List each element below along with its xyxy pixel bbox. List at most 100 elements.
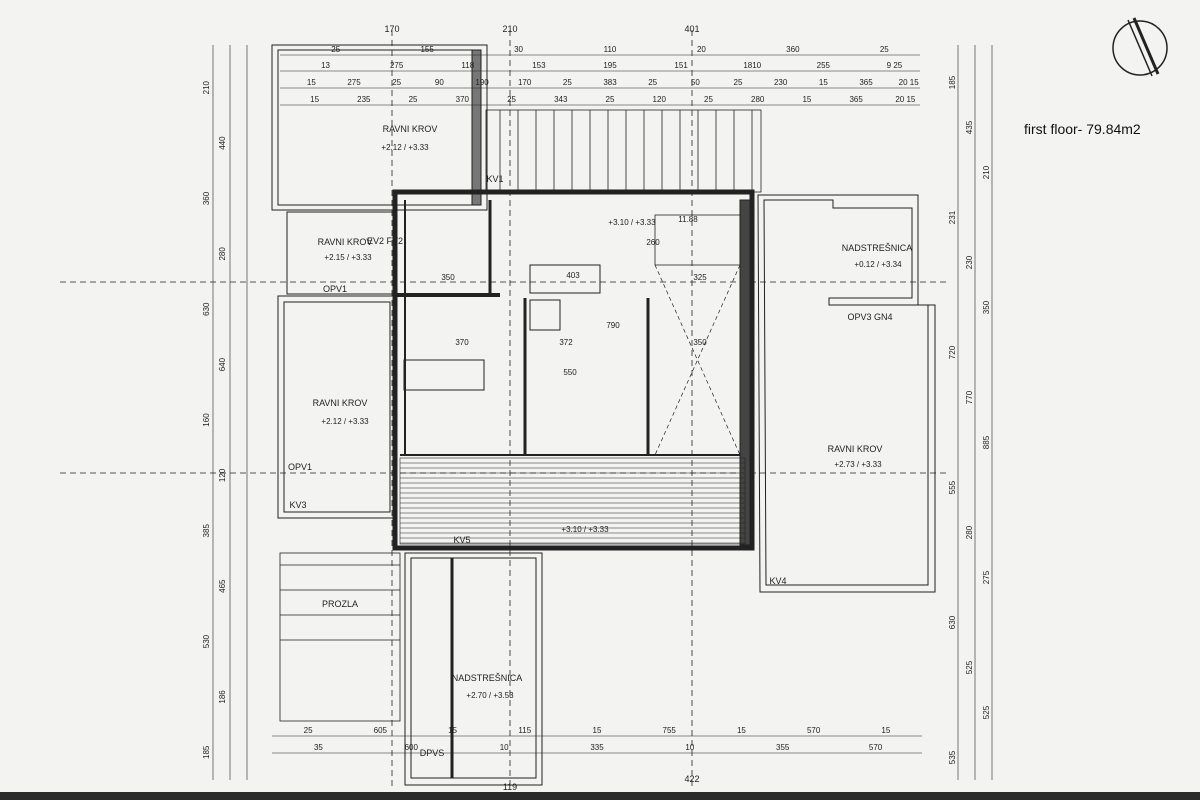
dimension-text: 155 bbox=[420, 45, 434, 54]
dimension-text: 230 bbox=[774, 78, 788, 87]
dimension-text: 720 bbox=[948, 345, 957, 359]
room-dimension: 790 bbox=[606, 321, 620, 330]
dimension-text: 190 bbox=[475, 78, 489, 87]
dimension-text: 230 bbox=[965, 255, 974, 269]
axis-label: 119 bbox=[503, 782, 517, 792]
dimension-text: 360 bbox=[202, 191, 211, 205]
dimension-text: 186 bbox=[218, 690, 227, 704]
label-opv1-a: OPV1 bbox=[323, 284, 347, 294]
dimension-text: 25 bbox=[392, 78, 401, 87]
level-roof-right: +2.73 / +3.33 bbox=[834, 460, 882, 469]
dimension-text: 365 bbox=[849, 95, 863, 104]
level-living: +3.10 / +3.33 bbox=[608, 218, 656, 227]
dimension-text: 15 bbox=[593, 726, 602, 735]
dimension-text: 25 bbox=[606, 95, 615, 104]
dimension-text: 15 bbox=[310, 95, 319, 104]
pergola-top bbox=[485, 109, 762, 193]
roof-top-left bbox=[271, 44, 488, 211]
dimension-text: 170 bbox=[518, 78, 532, 87]
dimension-text: 530 bbox=[202, 634, 211, 648]
label-opv1-b: OPV1 bbox=[288, 462, 312, 472]
dimension-text: 25 bbox=[304, 726, 313, 735]
dimension-text: 343 bbox=[554, 95, 568, 104]
dimension-text: 210 bbox=[202, 80, 211, 94]
dimension-text: 535 bbox=[948, 750, 957, 764]
dimension-text: 570 bbox=[869, 743, 883, 752]
axis-label: 170 bbox=[384, 24, 399, 34]
dimension-text: 9 25 bbox=[887, 61, 903, 70]
dimension-text: 25 bbox=[704, 95, 713, 104]
dimension-text: 1810 bbox=[743, 61, 761, 70]
dimension-text: 10 bbox=[500, 743, 509, 752]
dimension-text: 570 bbox=[807, 726, 821, 735]
floor-title: first floor- 79.84m2 bbox=[1024, 121, 1141, 137]
dimension-text: 383 bbox=[603, 78, 617, 87]
room-dimension: 350 bbox=[441, 273, 455, 282]
dimension-text: 280 bbox=[218, 247, 227, 261]
north-arrow-icon bbox=[1112, 17, 1168, 77]
dimension-text: 35 bbox=[314, 743, 323, 752]
label-kv1: KV1 bbox=[486, 174, 503, 184]
dimension-text: 15 bbox=[881, 726, 890, 735]
dimension-text: 13 bbox=[321, 61, 330, 70]
label-roof-right: RAVNI KROV bbox=[828, 444, 883, 454]
dimension-text: 255 bbox=[817, 61, 831, 70]
roof-right bbox=[757, 194, 936, 593]
dimension-text: 440 bbox=[218, 136, 227, 150]
dimension-text: 118 bbox=[461, 61, 474, 70]
axis-label: 210 bbox=[502, 24, 517, 34]
pergola-prozla bbox=[279, 552, 401, 722]
dimension-text: 280 bbox=[751, 95, 765, 104]
dimension-text: 20 bbox=[697, 45, 706, 54]
label-canopy-right: NADSTREŠNICA bbox=[842, 243, 913, 253]
dimension-text: 15 bbox=[307, 78, 316, 87]
axis-label: 401 bbox=[684, 24, 699, 34]
level-canopy-bottom: +2.70 / +3.53 bbox=[466, 691, 514, 700]
dimension-text: 25 bbox=[563, 78, 572, 87]
dimension-text: 630 bbox=[202, 302, 211, 316]
level-terrace: +3.10 / +3.33 bbox=[561, 525, 609, 534]
label-kv5: KV5 bbox=[453, 535, 470, 545]
dimension-text: 185 bbox=[948, 75, 957, 89]
dimension-text: 90 bbox=[435, 78, 444, 87]
dimension-text: 50 bbox=[691, 78, 700, 87]
label-ev2: EV2 FV2 bbox=[367, 236, 403, 246]
dimension-text: 275 bbox=[347, 78, 361, 87]
room-dimension: 350 bbox=[693, 338, 707, 347]
house-walls bbox=[392, 189, 755, 551]
dimension-text: 275 bbox=[390, 61, 404, 70]
dimension-text: 365 bbox=[859, 78, 873, 87]
dimension-text: 525 bbox=[982, 705, 991, 719]
photo-edge bbox=[0, 792, 1200, 800]
dimension-text: 350 bbox=[982, 300, 991, 314]
label-kv4: KV4 bbox=[769, 576, 786, 586]
terrace-decking bbox=[399, 457, 746, 545]
room-dimension: 372 bbox=[559, 338, 573, 347]
dimension-text: 355 bbox=[776, 743, 790, 752]
label-roof-left: RAVNI KROV bbox=[313, 398, 368, 408]
label-opv3: OPV3 GN4 bbox=[847, 312, 892, 322]
dimension-text: 370 bbox=[456, 95, 470, 104]
dimension-text: 151 bbox=[674, 61, 688, 70]
level-roof-left: +2.12 / +3.33 bbox=[321, 417, 369, 426]
dimension-text: 153 bbox=[532, 61, 546, 70]
dimension-text: 630 bbox=[948, 615, 957, 629]
dimension-text: 15 bbox=[802, 95, 811, 104]
dimension-text: 25 bbox=[734, 78, 743, 87]
axis-label: 422 bbox=[684, 774, 699, 784]
dimension-text: 120 bbox=[653, 95, 667, 104]
label-kv3: KV3 bbox=[289, 500, 306, 510]
dimension-text: 115 bbox=[518, 726, 531, 735]
dimension-text: 15 bbox=[819, 78, 828, 87]
dimension-text: 110 bbox=[604, 45, 617, 54]
room-dimension: 370 bbox=[455, 338, 469, 347]
level-canopy-right: +0.12 / +3.34 bbox=[854, 260, 902, 269]
dimension-text: 195 bbox=[603, 61, 617, 70]
room-dimension: 11.88 bbox=[678, 215, 698, 224]
room-dimension: 260 bbox=[646, 238, 660, 247]
dimension-text: 30 bbox=[514, 45, 523, 54]
dimension-text: 360 bbox=[786, 45, 800, 54]
dimension-text: 280 bbox=[965, 525, 974, 539]
label-pergola: PROZLA bbox=[322, 599, 358, 609]
level-roof-small: +2.15 / +3.33 bbox=[324, 253, 372, 262]
